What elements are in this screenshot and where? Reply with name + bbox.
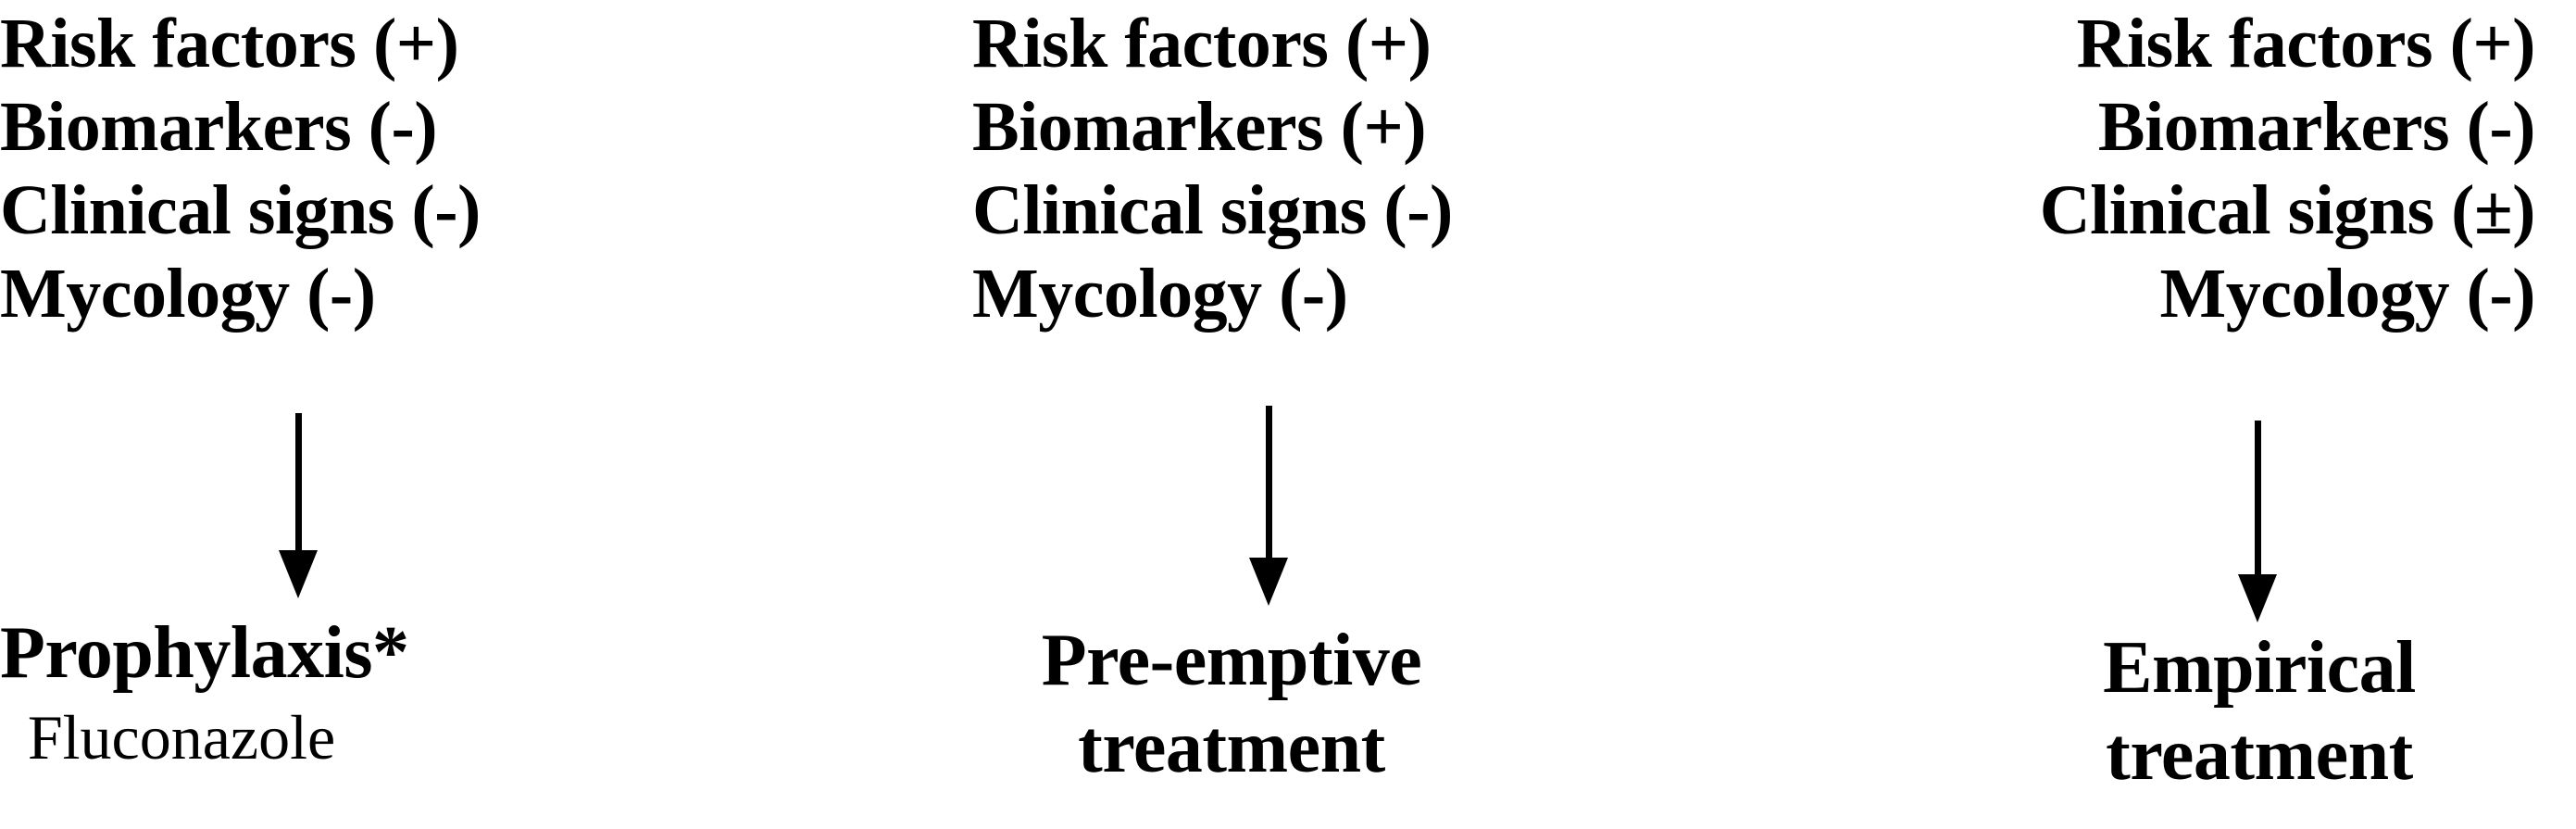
outcome-pre-emptive: Pre-emptive treatment xyxy=(972,617,1491,791)
criteria-mycology: Mycology (-) xyxy=(972,255,1348,333)
criteria-biomarkers: Biomarkers (-) xyxy=(0,88,438,166)
criteria-clinical-signs: Clinical signs (-) xyxy=(972,171,1453,249)
arrow-shaft xyxy=(2254,421,2261,578)
outcome-empirical: Empirical treatment xyxy=(2000,624,2519,798)
outcome-primary-label: Prophylaxis* xyxy=(0,612,409,694)
criteria-biomarkers: Biomarkers (+) xyxy=(972,88,1427,166)
outcome-secondary-label: Fluconazole xyxy=(27,702,336,772)
criteria-risk-factors: Risk factors (+) xyxy=(0,5,459,82)
column-pre-emptive: Risk factors (+) Biomarkers (+) Clinical… xyxy=(972,0,1453,829)
down-arrow-icon xyxy=(2219,421,2296,624)
outcome-secondary-label: treatment xyxy=(2106,714,2413,796)
down-arrow-icon xyxy=(1230,406,1307,609)
criteria-risk-factors: Risk factors (+) xyxy=(972,5,1432,82)
arrow-shaft xyxy=(294,413,302,554)
column-prophylaxis: Risk factors (+) Biomarkers (-) Clinical… xyxy=(0,0,481,829)
down-arrow-icon xyxy=(259,413,337,598)
criteria-clinical-signs: Clinical signs (±) xyxy=(2039,171,2536,249)
arrow-head xyxy=(2238,574,2277,622)
criteria-biomarkers: Biomarkers (-) xyxy=(2097,88,2536,166)
criteria-mycology: Mycology (-) xyxy=(2159,255,2535,333)
criteria-list-prophylaxis: Risk factors (+) Biomarkers (-) Clinical… xyxy=(0,2,481,335)
outcome-primary-label: Empirical xyxy=(2103,627,2416,709)
criteria-list-empirical: Risk factors (+) Biomarkers (-) Clinical… xyxy=(2000,2,2536,335)
criteria-clinical-signs: Clinical signs (-) xyxy=(0,171,481,249)
outcome-secondary-label: treatment xyxy=(1078,707,1385,788)
outcome-prophylaxis: Prophylaxis* Fluconazole xyxy=(0,609,409,778)
arrow-shaft xyxy=(1265,406,1272,561)
criteria-list-pre-emptive: Risk factors (+) Biomarkers (+) Clinical… xyxy=(972,2,1453,335)
arrow-head xyxy=(279,550,318,598)
outcome-primary-label: Pre-emptive xyxy=(1041,620,1422,701)
column-empirical: Risk factors (+) Biomarkers (-) Clinical… xyxy=(2000,0,2576,829)
criteria-risk-factors: Risk factors (+) xyxy=(2076,5,2536,82)
criteria-mycology: Mycology (-) xyxy=(0,255,376,333)
arrow-head xyxy=(1249,558,1288,606)
